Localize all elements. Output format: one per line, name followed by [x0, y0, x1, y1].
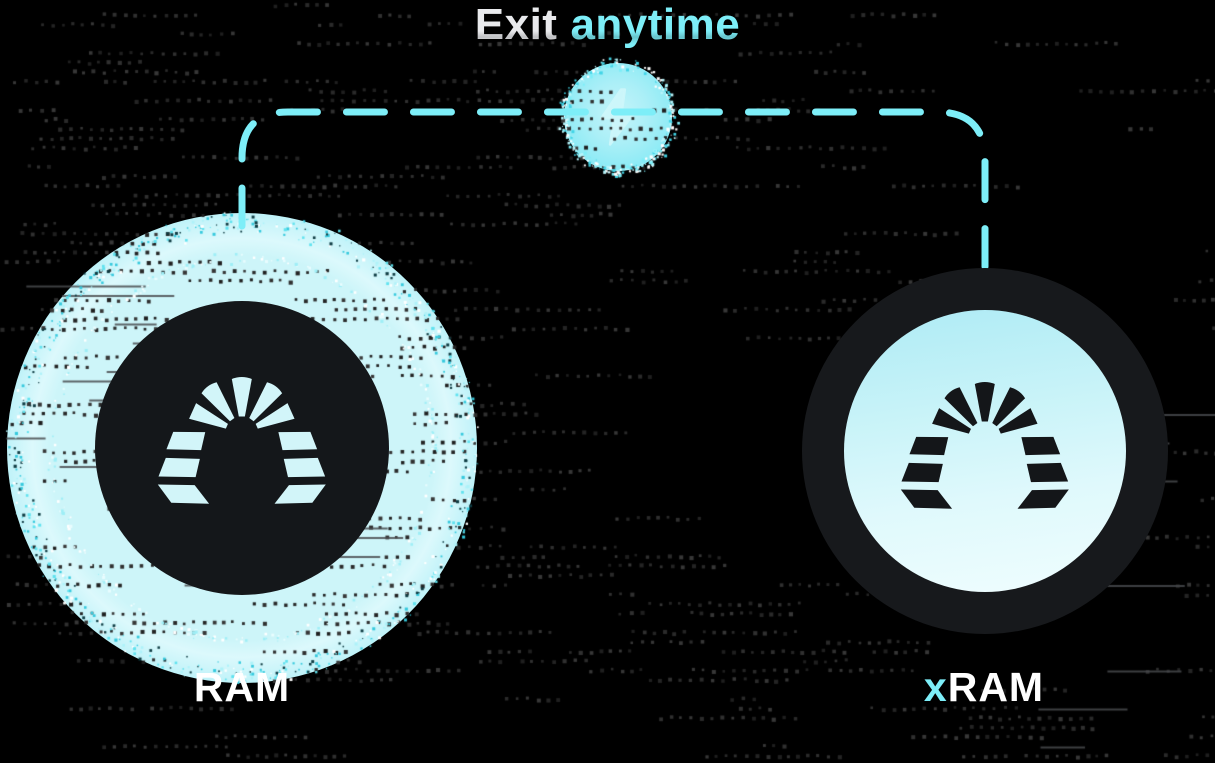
xram-label: xRAM — [834, 664, 1134, 711]
ramses-logo-icon — [153, 377, 331, 507]
ramses-logo-icon — [896, 382, 1074, 512]
ram-coin — [95, 301, 389, 595]
ram-label-text: RAM — [193, 664, 291, 710]
xram-label-rest: RAM — [947, 664, 1045, 710]
xram-coin — [802, 268, 1168, 634]
title-anytime-text: anytime — [570, 0, 741, 49]
title-exit-text: Exit — [474, 0, 558, 49]
xram-coin-inner — [844, 310, 1126, 592]
lightning-bolt-icon — [600, 88, 637, 146]
xram-label-prefix: x — [923, 664, 948, 710]
lightning-circle — [564, 63, 672, 171]
exit-anytime-title: Exit anytime — [0, 0, 1215, 50]
ram-label: RAM — [92, 664, 392, 711]
